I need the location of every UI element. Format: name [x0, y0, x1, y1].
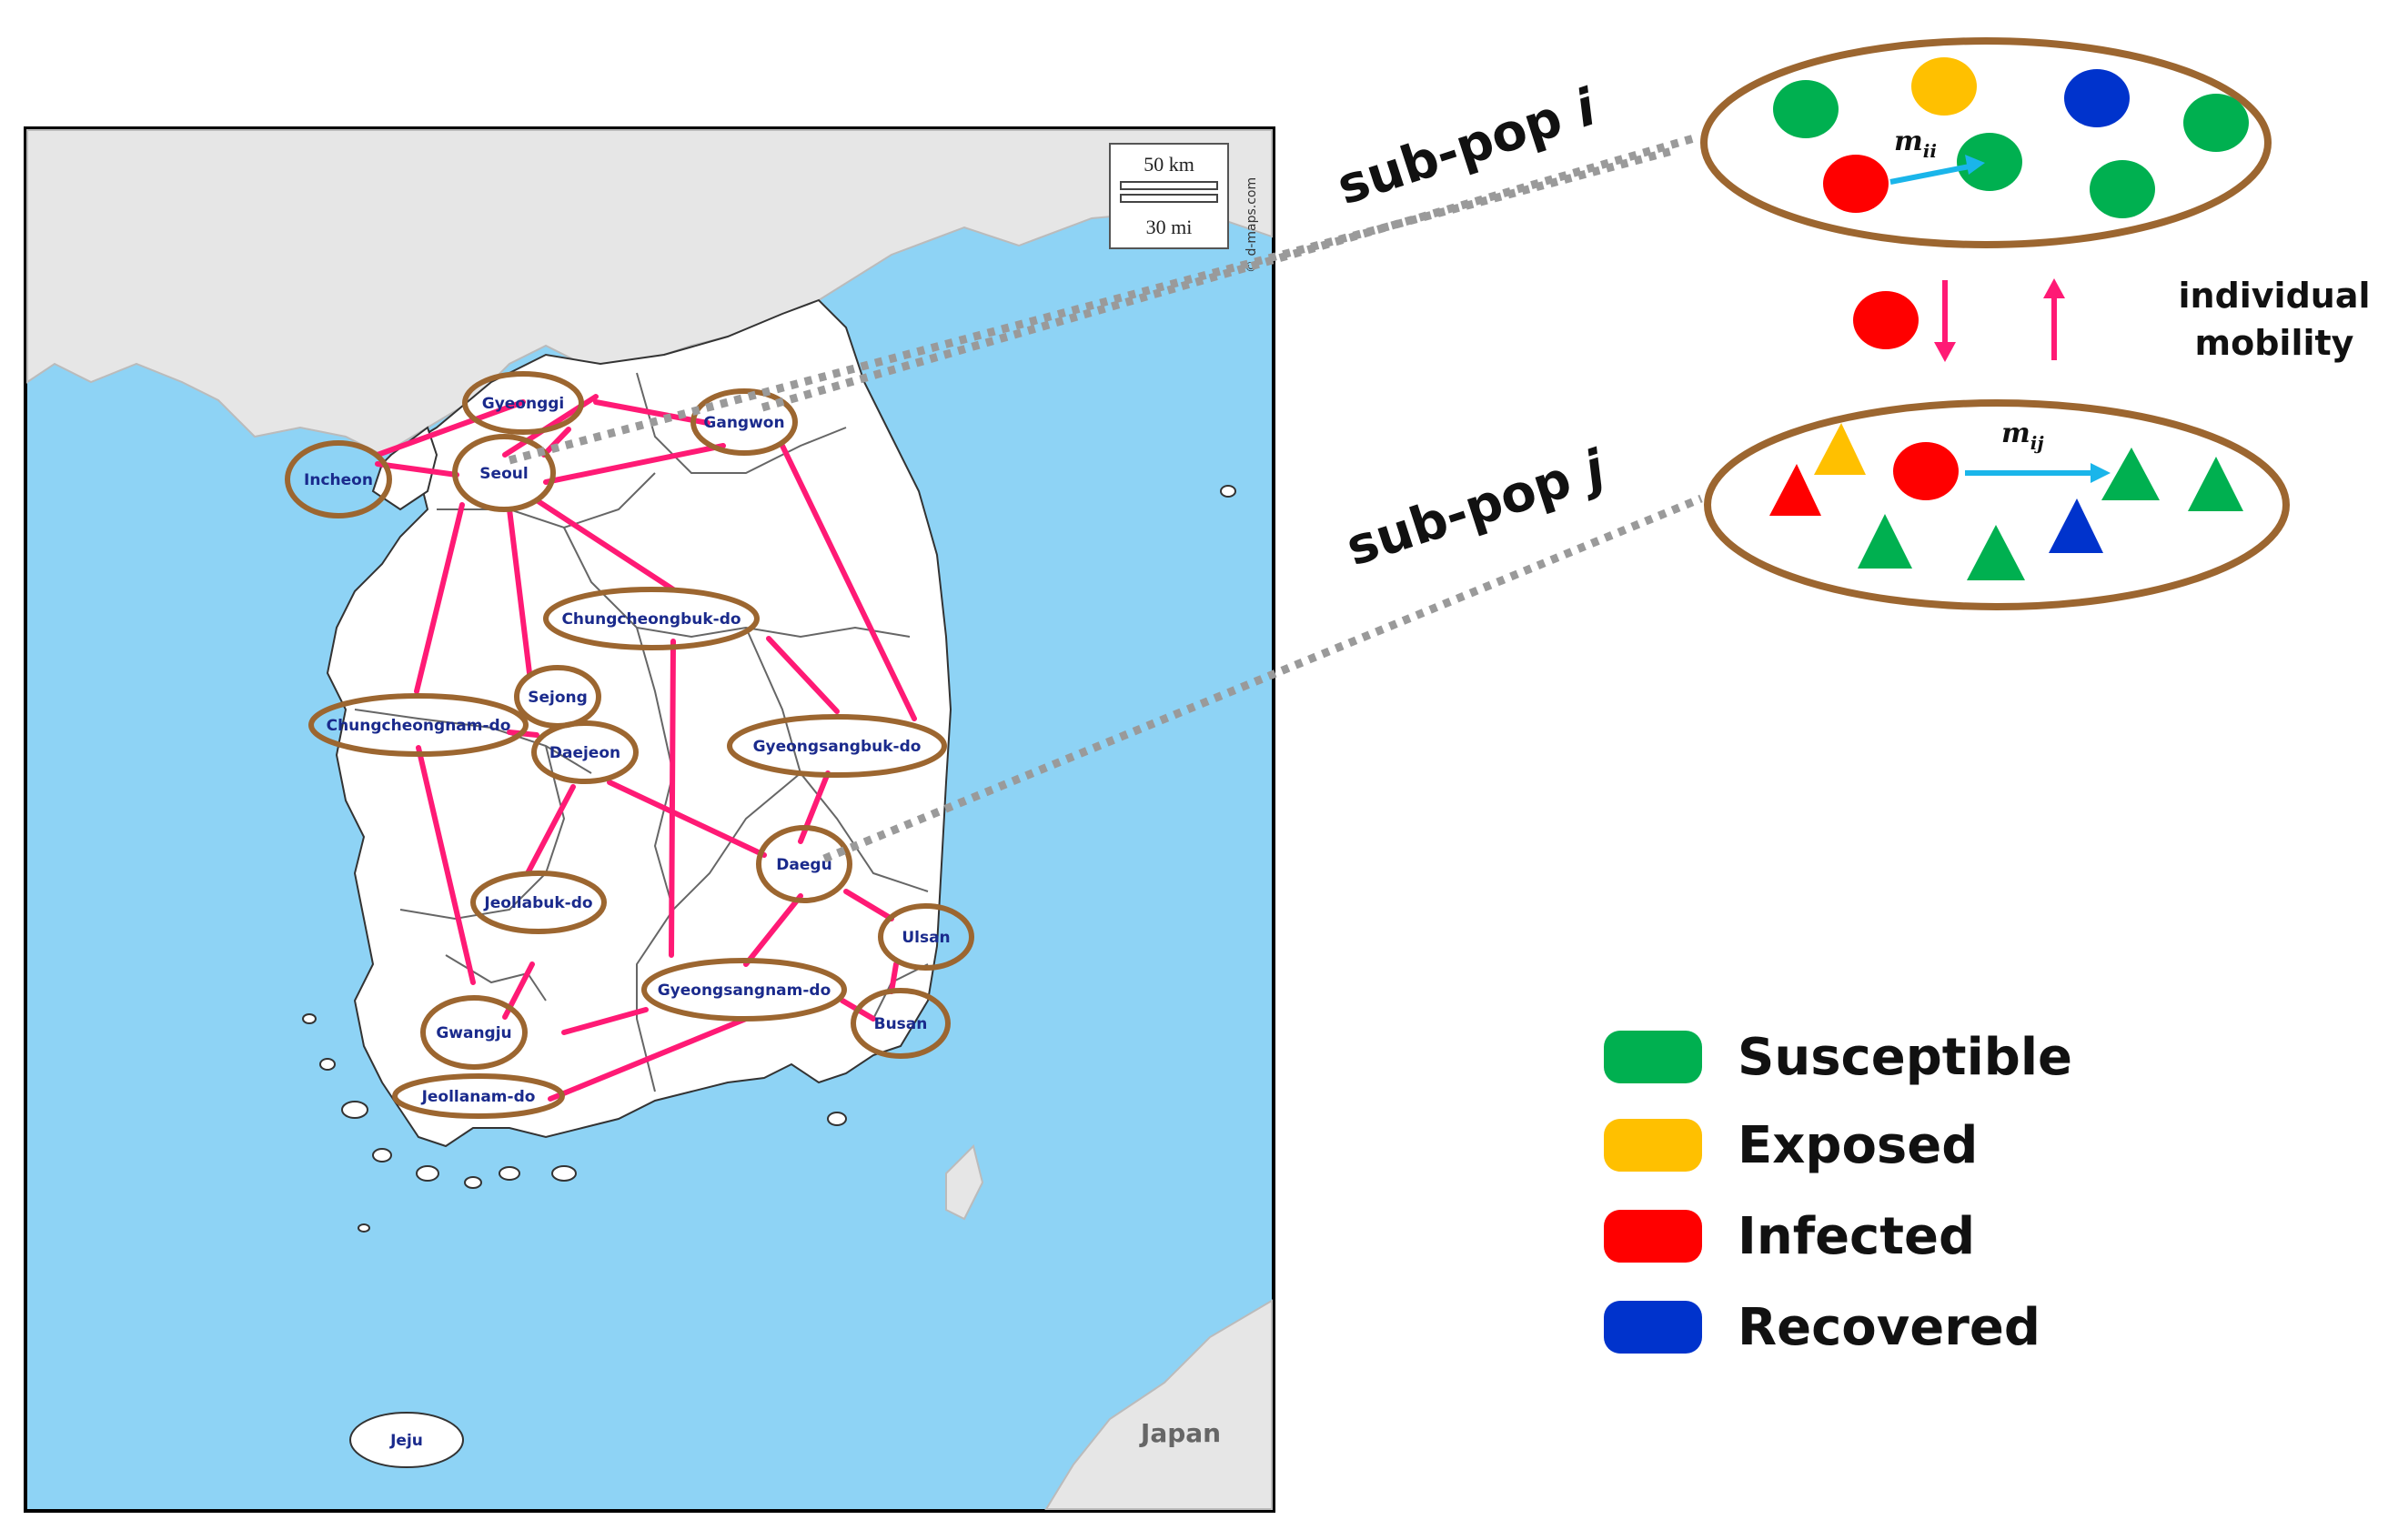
northern-land [26, 129, 1273, 457]
incheon-ellipse [285, 440, 392, 518]
legend-swatch-susceptible [1604, 1031, 1702, 1083]
gyeongnam-ellipse [641, 958, 847, 1022]
daejeon-ellipse [531, 720, 639, 784]
label-gyeonggi: Gyeonggi [482, 395, 565, 413]
legend-swatch-exposed [1604, 1119, 1702, 1172]
scale-bar: 50 km 30 mi [1109, 143, 1229, 249]
japan-label: Japan [1139, 1418, 1221, 1448]
susceptible-marker [1967, 525, 2025, 580]
gangwon-ellipse [690, 388, 798, 456]
seoul-ellipse [452, 434, 556, 512]
recovered-marker [2049, 498, 2103, 553]
chungbuk-ellipse [543, 587, 760, 650]
label-gyeongbuk: Gyeongsangbuk-do [753, 738, 922, 756]
daegu-ellipse [756, 825, 852, 903]
label-daejeon: Daejeon [549, 744, 620, 762]
label-chungnam: Chungcheongnam-do [327, 717, 511, 735]
gyeonggi-ellipse [462, 371, 584, 435]
label-gyeongnam: Gyeongsangnam-do [658, 981, 831, 1000]
label-sejong: Sejong [528, 689, 588, 707]
susceptible-node [1957, 133, 2022, 191]
exposed-node [1911, 57, 1977, 116]
region-ellipses [285, 371, 974, 1119]
transmission-arrow-i [1889, 163, 1975, 185]
label-daegu: Daegu [776, 856, 831, 874]
infected-node [1893, 442, 1959, 500]
subpop-i-label: sub-pop i [1330, 77, 1603, 216]
exposed-marker [1814, 423, 1866, 475]
label-jeonnam: Jeollanam-do [421, 1088, 536, 1106]
jeju-island [349, 1412, 464, 1468]
infected-marker [1769, 464, 1821, 516]
region-labels: Gyeonggi Gangwon Incheon Seoul Chungcheo… [304, 395, 951, 1106]
susceptible-node [2090, 160, 2155, 218]
label-gwangju: Gwangju [436, 1024, 511, 1042]
label-jeonbuk: Jeollabuk-do [483, 894, 592, 912]
scale-mi-label: 30 mi [1146, 216, 1193, 238]
legend: Susceptible Exposed Infected Recovered [1604, 1028, 2072, 1357]
legend-label-infected: Infected [1738, 1207, 1975, 1266]
transmission-arrowhead-j [2091, 463, 2111, 483]
infected-node [1823, 155, 1889, 213]
mobility-arrowhead-up [2043, 278, 2065, 298]
map-panel: Jeju Japan 50 km 30 mi © d-maps.com [24, 126, 1275, 1513]
subpop-j-label: sub-pop j [1339, 438, 1612, 578]
mobility-label-line1: individual [2178, 276, 2370, 316]
label-seoul: Seoul [479, 465, 528, 483]
scale-km-label: 50 km [1144, 153, 1194, 176]
recovered-node [2064, 69, 2130, 127]
susceptible-marker [2101, 448, 2160, 500]
jeonbuk-ellipse [470, 871, 607, 934]
susceptible-node [1773, 80, 1839, 138]
credit-text: © d-maps.com [1244, 177, 1259, 273]
japan-land [1044, 1299, 1273, 1510]
gwangju-ellipse [420, 995, 528, 1070]
moving-infected-node [1853, 291, 1919, 349]
chungnam-ellipse [308, 693, 529, 757]
jeonnam-ellipse [392, 1073, 565, 1119]
legend-label-susceptible: Susceptible [1738, 1028, 2072, 1087]
zoom-connectors [508, 134, 1703, 863]
susceptible-marker [1858, 514, 1912, 569]
subpop-diagram: sub-pop i sub-pop j mii individual mobil… [1330, 37, 2371, 610]
busan-ellipse [851, 988, 951, 1059]
legend-label-recovered: Recovered [1738, 1298, 2040, 1357]
legend-swatch-recovered [1604, 1301, 1702, 1354]
legend-swatch-infected [1604, 1210, 1702, 1263]
ulsan-ellipse [878, 903, 974, 971]
m-ii-label: mii [1894, 126, 1937, 162]
label-incheon: Incheon [304, 471, 373, 489]
label-chungbuk: Chungcheongbuk-do [561, 610, 741, 629]
mobility-arrowhead-down [1934, 342, 1956, 362]
gyeongbuk-ellipse [727, 714, 947, 778]
legend-label-exposed: Exposed [1738, 1116, 1978, 1175]
mobility-links [375, 394, 917, 1102]
jeju-label: Jeju [389, 1432, 423, 1450]
islands [302, 485, 1236, 1233]
m-ij-label: mij [2001, 418, 2044, 454]
label-gangwon: Gangwon [703, 414, 784, 432]
mobility-label-line2: mobility [2195, 323, 2354, 363]
label-busan: Busan [874, 1015, 928, 1033]
transmission-arrowhead-i [1965, 155, 1985, 175]
susceptible-marker [2188, 457, 2243, 511]
susceptible-node [2183, 94, 2249, 152]
label-ulsan: Ulsan [902, 929, 950, 947]
japan-island [945, 1144, 984, 1221]
